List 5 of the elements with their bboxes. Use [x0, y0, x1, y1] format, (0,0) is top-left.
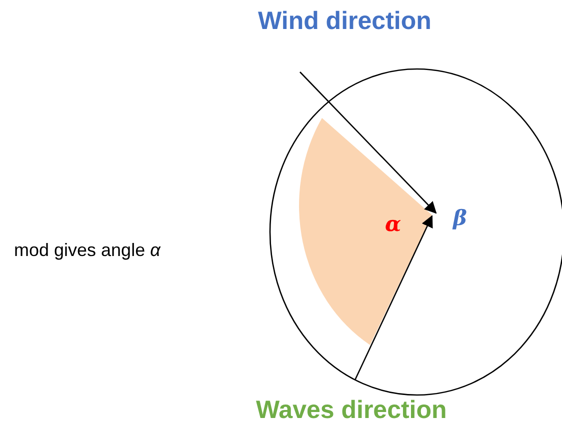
title-label: Wind direction — [258, 8, 432, 36]
angle-label: α — [385, 212, 402, 236]
title-label: Waves direction — [256, 397, 447, 424]
note-text: mod gives angle α — [14, 241, 160, 261]
angle-label: β — [453, 206, 467, 230]
